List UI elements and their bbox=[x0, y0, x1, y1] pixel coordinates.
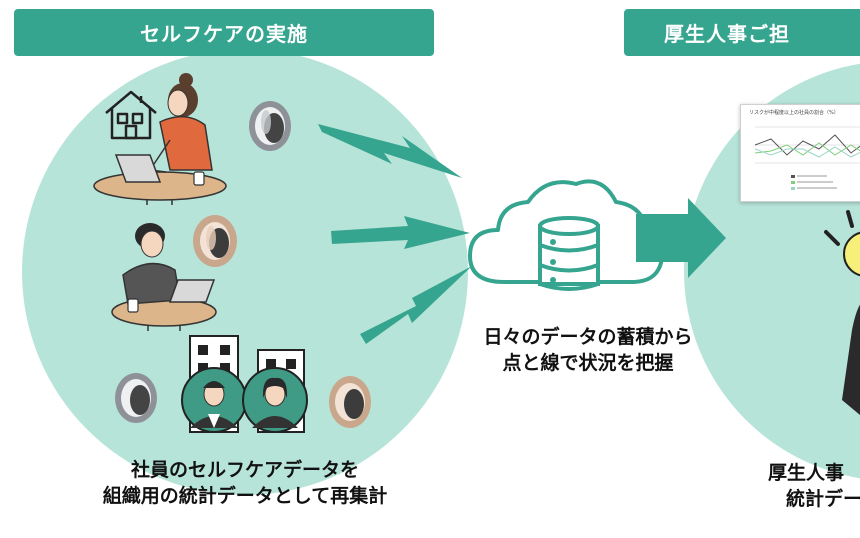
arrow-right-icon bbox=[636, 198, 726, 278]
businesswoman-avatar bbox=[242, 367, 308, 433]
mini-chart-lines bbox=[754, 126, 860, 190]
risk-trend-mini-chart: リスクが中程度以上の社員の割合（%） bbox=[740, 104, 860, 202]
cloud-caption-line2: 点と線で状況を把握 bbox=[502, 351, 674, 374]
selfcare-circle bbox=[22, 49, 468, 495]
house-icon bbox=[105, 90, 157, 140]
smart-ring-icon bbox=[193, 215, 237, 267]
cloud-caption-line1: 日々のデータの蓄積から bbox=[483, 326, 693, 348]
database-icon bbox=[538, 216, 600, 291]
selfcare-caption: 社員のセルフケアデータを 組織用の統計データとして再集計 bbox=[40, 458, 450, 509]
selfcare-banner: セルフケアの実施 bbox=[14, 9, 434, 56]
cloud-caption: 日々のデータの蓄積から 点と線で状況を把握 bbox=[428, 325, 748, 376]
lightning-icon bbox=[318, 124, 462, 178]
selfcare-caption-line2: 組織用の統計データとして再集計 bbox=[102, 484, 388, 507]
hr-caption-line2: 統計デー bbox=[786, 487, 860, 510]
hr-caption: 厚生人事 統計デー bbox=[768, 461, 860, 512]
hr-person-figure bbox=[842, 304, 860, 415]
mini-chart-title: リスクが中程度以上の社員の割合（%） bbox=[749, 110, 839, 116]
smart-ring-icon bbox=[329, 376, 371, 428]
smart-ring-icon bbox=[249, 101, 291, 151]
lightning-icon bbox=[331, 216, 470, 249]
hr-banner: 厚生人事ご担 bbox=[624, 9, 860, 56]
businessman-avatar bbox=[181, 367, 247, 433]
man-working-figure bbox=[111, 223, 217, 331]
lightbulb-icon bbox=[824, 210, 860, 277]
hr-caption-line1: 厚生人事 bbox=[768, 462, 845, 484]
lightning-icon bbox=[360, 266, 472, 344]
smart-ring-icon bbox=[115, 373, 157, 423]
woman-working-figure bbox=[93, 73, 227, 205]
selfcare-caption-line1: 社員のセルフケアデータを bbox=[130, 459, 359, 481]
